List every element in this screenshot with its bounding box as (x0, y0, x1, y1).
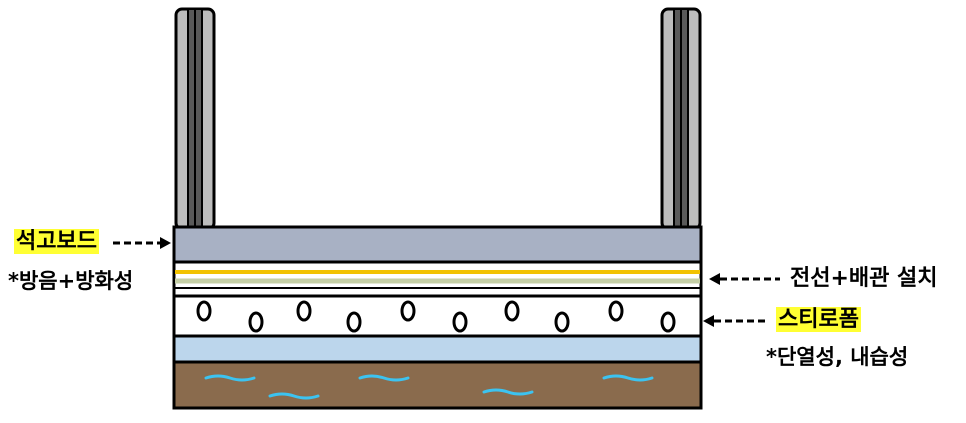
wiring-arrow (709, 273, 780, 285)
right-stud (660, 7, 702, 231)
wiring-label: 전선+배관 설치 (790, 266, 938, 291)
gypsum-board-layer (172, 225, 703, 264)
gypsum-board-label: 석고보드 (14, 229, 99, 254)
gypsum-board-text: 석고보드 (14, 229, 99, 254)
moisture-layer (172, 360, 703, 410)
gypsum-board-note: *방음+방화성 (8, 269, 134, 293)
styrofoam-arrow (703, 315, 766, 327)
gypsum-arrow (113, 237, 171, 249)
left-stud (174, 7, 216, 231)
styrofoam-text: 스티로폼 (776, 307, 861, 332)
styrofoam-note: *단열성, 내습성 (766, 345, 909, 369)
styrofoam-layer (172, 294, 703, 338)
vapor-barrier-layer (172, 334, 703, 364)
styrofoam-label: 스티로폼 (776, 307, 861, 332)
wiring-layer (172, 260, 703, 298)
